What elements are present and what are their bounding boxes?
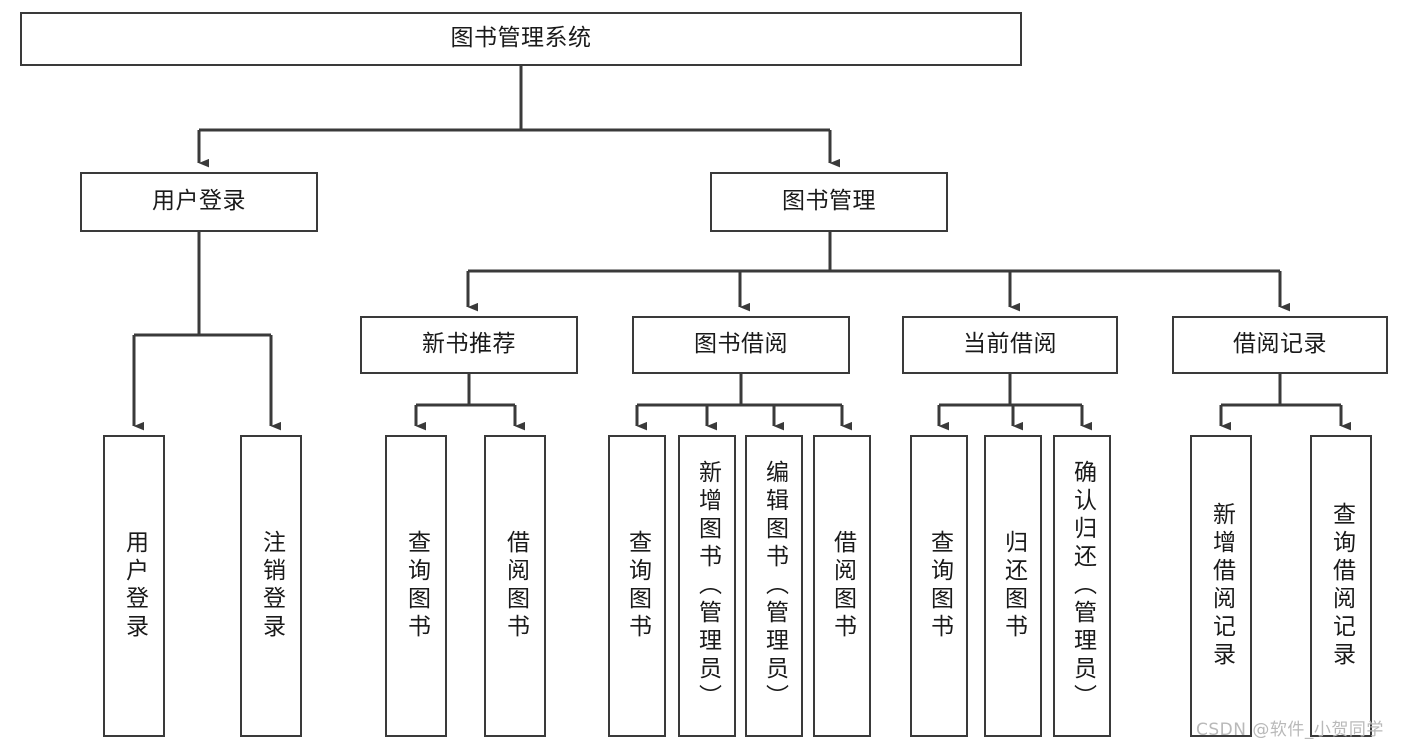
- node-label: 新增借阅记录: [1208, 502, 1235, 670]
- node-leaf-query-book-3[interactable]: 查询图书: [910, 435, 968, 737]
- node-label: 归还图书: [1000, 530, 1027, 642]
- node-label: 编辑图书（管理员）: [761, 460, 788, 712]
- node-book-borrowing[interactable]: 图书借阅: [632, 316, 850, 374]
- node-label: 查询图书: [926, 530, 953, 642]
- csdn-watermark: CSDN @软件_小贺同学: [1196, 720, 1384, 740]
- node-new-book-recommendation[interactable]: 新书推荐: [360, 316, 578, 374]
- node-leaf-add-borrow-record[interactable]: 新增借阅记录: [1190, 435, 1252, 737]
- node-label: 注销登录: [258, 530, 285, 642]
- node-label: 新书推荐: [422, 331, 516, 358]
- node-leaf-return-book[interactable]: 归还图书: [984, 435, 1042, 737]
- node-leaf-confirm-return-admin[interactable]: 确认归还（管理员）: [1053, 435, 1111, 737]
- node-label: 借阅图书: [829, 530, 856, 642]
- node-label: 用户登录: [121, 530, 148, 642]
- node-leaf-user-logout[interactable]: 注销登录: [240, 435, 302, 737]
- node-borrowing-record[interactable]: 借阅记录: [1172, 316, 1388, 374]
- node-leaf-query-borrow-record[interactable]: 查询借阅记录: [1310, 435, 1372, 737]
- node-label: 图书管理: [782, 188, 876, 215]
- node-root-book-management-system[interactable]: 图书管理系统: [20, 12, 1022, 66]
- node-label: 用户登录: [152, 188, 246, 215]
- node-label: 图书管理系统: [450, 25, 592, 52]
- node-label: 借阅图书: [502, 530, 529, 642]
- node-leaf-borrow-book-1[interactable]: 借阅图书: [484, 435, 546, 737]
- node-label: 查询图书: [403, 530, 430, 642]
- node-leaf-edit-book-admin[interactable]: 编辑图书（管理员）: [745, 435, 803, 737]
- node-label: 当前借阅: [963, 331, 1057, 358]
- node-label: 确认归还（管理员）: [1069, 460, 1096, 712]
- node-label: 图书借阅: [694, 331, 788, 358]
- node-label: 查询借阅记录: [1328, 502, 1355, 670]
- node-leaf-user-login[interactable]: 用户登录: [103, 435, 165, 737]
- node-book-management[interactable]: 图书管理: [710, 172, 948, 232]
- node-leaf-add-book-admin[interactable]: 新增图书（管理员）: [678, 435, 736, 737]
- node-label: 新增图书（管理员）: [694, 460, 721, 712]
- node-leaf-query-book-1[interactable]: 查询图书: [385, 435, 447, 737]
- node-user-login[interactable]: 用户登录: [80, 172, 318, 232]
- node-leaf-borrow-book-2[interactable]: 借阅图书: [813, 435, 871, 737]
- node-label: 查询图书: [624, 530, 651, 642]
- node-label: 借阅记录: [1233, 331, 1327, 358]
- node-current-borrowing[interactable]: 当前借阅: [902, 316, 1118, 374]
- node-leaf-query-book-2[interactable]: 查询图书: [608, 435, 666, 737]
